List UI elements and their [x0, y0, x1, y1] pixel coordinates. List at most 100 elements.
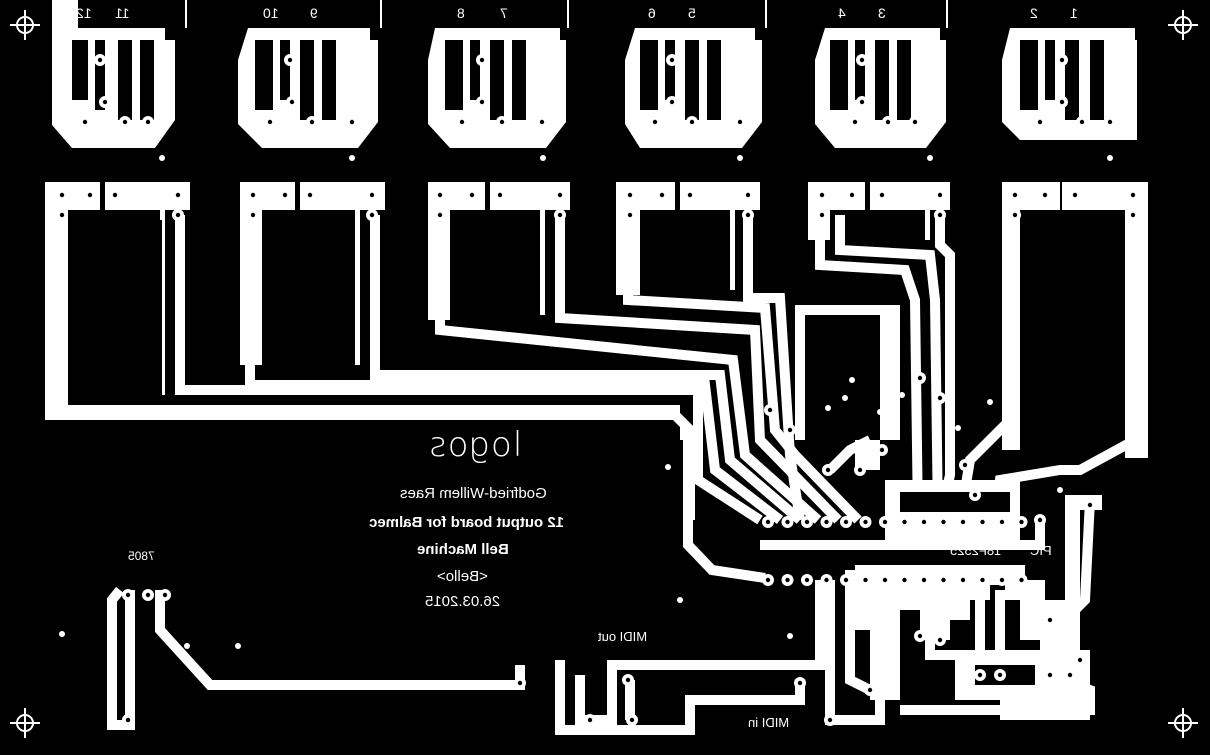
- drill-hole: [824, 519, 829, 525]
- connector-label-10: 10: [263, 5, 279, 21]
- drill-hole: [937, 212, 943, 218]
- drill-hole: [1107, 119, 1113, 125]
- drill-hole: [859, 57, 865, 63]
- drill-hole: [797, 680, 803, 686]
- drill-hole: [497, 192, 503, 198]
- drill-hole: [557, 192, 563, 198]
- drill-hole: [937, 395, 943, 401]
- fiducial-mark: [10, 10, 40, 40]
- drill-hole: [882, 519, 888, 525]
- drill-hole: [250, 192, 256, 198]
- drill-hole: [59, 192, 65, 198]
- drill-hole: [87, 192, 93, 198]
- drill-hole: [627, 212, 633, 218]
- drill-hole: [1037, 119, 1043, 125]
- drill-hole: [1047, 672, 1053, 678]
- drill-hole: [867, 687, 873, 693]
- drill-hole: [960, 577, 966, 583]
- drill-hole: [162, 592, 168, 598]
- drill-hole: [765, 577, 771, 583]
- drill-hole: [122, 119, 128, 125]
- drill-hole: [112, 192, 118, 198]
- drill-hole: [145, 119, 151, 125]
- drill-hole: [737, 119, 743, 125]
- drill-hole: [879, 192, 885, 198]
- drill-hole: [785, 577, 790, 583]
- solder-pads: [56, 54, 1139, 726]
- drill-hole: [765, 519, 771, 525]
- drill-hole: [349, 119, 355, 125]
- connector-label-5: 5: [688, 5, 696, 21]
- drill-hole: [437, 192, 443, 198]
- board-description: 12 output board for Balmec: [369, 514, 565, 531]
- drill-hole: [1012, 192, 1018, 198]
- drill-hole: [960, 519, 966, 525]
- drill-hole: [859, 99, 865, 105]
- drill-hole: [999, 577, 1005, 583]
- drill-hole: [1067, 672, 1073, 678]
- drill-hole: [479, 99, 485, 105]
- driver-inner: [80, 220, 1122, 445]
- drill-hole: [82, 119, 88, 125]
- drill-hole: [539, 119, 545, 125]
- connector-label-11: 11: [115, 5, 130, 21]
- drill-hole: [652, 119, 658, 125]
- drill-hole: [902, 577, 907, 583]
- drill-hole: [1019, 519, 1024, 525]
- drill-hole: [369, 192, 375, 198]
- drill-hole: [437, 212, 443, 218]
- drill-hole: [479, 57, 485, 63]
- machine-label: Bell Machine: [417, 541, 509, 558]
- connector-label-4: 4: [838, 5, 846, 21]
- drill-hole: [125, 592, 131, 598]
- drill-hole: [669, 57, 675, 63]
- fiducials: [10, 10, 1198, 738]
- fiducial-mark: [10, 708, 40, 738]
- drill-hole: [825, 467, 831, 473]
- drill-hole: [804, 577, 810, 583]
- drill-hole: [1042, 192, 1048, 198]
- drill-hole: [937, 192, 943, 198]
- drill-hole: [980, 577, 985, 583]
- drill-hole: [145, 592, 151, 598]
- connector-label-2: 2: [1030, 5, 1038, 21]
- drill-hole: [1130, 212, 1136, 218]
- drill-hole: [469, 192, 475, 198]
- drill-hole: [863, 519, 868, 525]
- drill-hole: [972, 492, 978, 498]
- drill-hole: [843, 519, 849, 525]
- drill-hole: [885, 119, 891, 125]
- regulator-label: 7805: [128, 549, 155, 563]
- drill-hole: [980, 519, 985, 525]
- drill-hole: [917, 375, 923, 381]
- drill-hole: [309, 119, 315, 125]
- drill-hole: [941, 519, 946, 525]
- midi-in-label: MIDI in: [748, 715, 790, 730]
- drill-hole: [745, 192, 751, 198]
- drill-hole: [882, 577, 888, 583]
- drill-hole: [97, 57, 103, 63]
- drill-hole: [843, 577, 849, 583]
- connector-label-12: 12: [76, 5, 92, 21]
- nickname-label: <Bello>: [436, 568, 488, 585]
- drill-hole: [785, 519, 790, 525]
- pic-pour-cutouts: [900, 492, 1035, 685]
- drill-hole: [687, 192, 693, 198]
- drill-hole: [125, 717, 131, 723]
- drill-hole: [1130, 192, 1136, 198]
- drill-hole: [745, 212, 751, 218]
- vias: [59, 155, 1113, 715]
- drill-hole: [1012, 212, 1018, 218]
- drill-hole: [250, 212, 256, 218]
- drill-hole: [1087, 502, 1093, 508]
- drill-hole: [1059, 99, 1065, 105]
- drill-hole: [917, 633, 923, 639]
- connector-label-7: 7: [500, 5, 508, 21]
- drill-hole: [912, 119, 918, 125]
- drill-hole: [1079, 119, 1085, 125]
- pic-label: PIC: [1030, 543, 1052, 558]
- drill-hole: [1047, 617, 1053, 623]
- drill-hole: [689, 119, 695, 125]
- drill-hole: [175, 192, 181, 198]
